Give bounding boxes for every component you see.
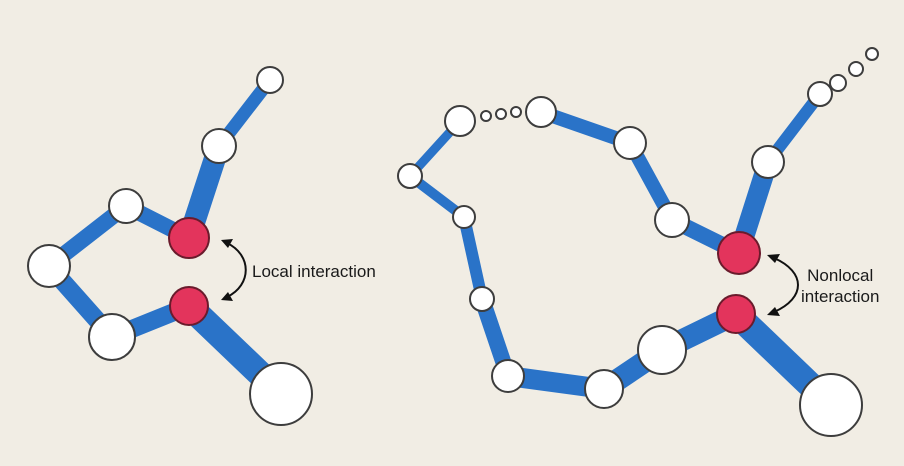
atom <box>525 96 557 128</box>
bond <box>458 211 488 305</box>
interacting-atom <box>717 231 761 275</box>
nonlocal-chain <box>397 47 879 437</box>
atom <box>249 362 313 426</box>
atom <box>444 105 476 137</box>
nonlocal-interaction-arrow <box>767 254 799 316</box>
nonlocal-interaction-label: Nonlocal interaction <box>801 265 879 307</box>
local-interaction-label: Local interaction <box>252 262 376 281</box>
atom <box>799 373 863 437</box>
atom <box>469 286 495 312</box>
local-interaction-arrow <box>221 239 247 301</box>
atom-ellipsis <box>510 106 522 118</box>
local-chain <box>27 66 313 426</box>
atom-ellipsis <box>829 74 847 92</box>
atom-ellipsis <box>848 61 864 77</box>
atom-ellipsis <box>495 108 507 120</box>
atom <box>108 188 144 224</box>
atom <box>584 369 624 409</box>
atom <box>397 163 423 189</box>
atom <box>807 81 833 107</box>
atom-ellipsis <box>480 110 492 122</box>
atom <box>491 359 525 393</box>
atom <box>88 313 136 361</box>
nonlocal-label-line2: interaction <box>801 287 880 306</box>
nonlocal-label-line1: Nonlocal <box>807 266 874 285</box>
atom <box>613 126 647 160</box>
interacting-atom <box>168 217 210 259</box>
interacting-atom <box>169 286 209 326</box>
interacting-atom <box>716 294 756 334</box>
atom <box>637 325 687 375</box>
atom <box>27 244 71 288</box>
atom <box>654 202 690 238</box>
atom <box>256 66 284 94</box>
atom <box>201 128 237 164</box>
atom <box>751 145 785 179</box>
atom <box>452 205 476 229</box>
atom-ellipsis <box>865 47 879 61</box>
